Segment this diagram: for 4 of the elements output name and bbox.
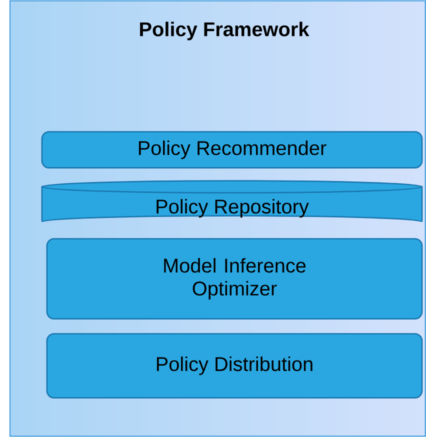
- component-box: Policy Recommender: [41, 131, 423, 168]
- repository-cylinder: Policy Repository: [41, 180, 423, 222]
- component-box: Model Inference Optimizer: [46, 238, 423, 320]
- component-box: Policy Distribution: [46, 333, 423, 398]
